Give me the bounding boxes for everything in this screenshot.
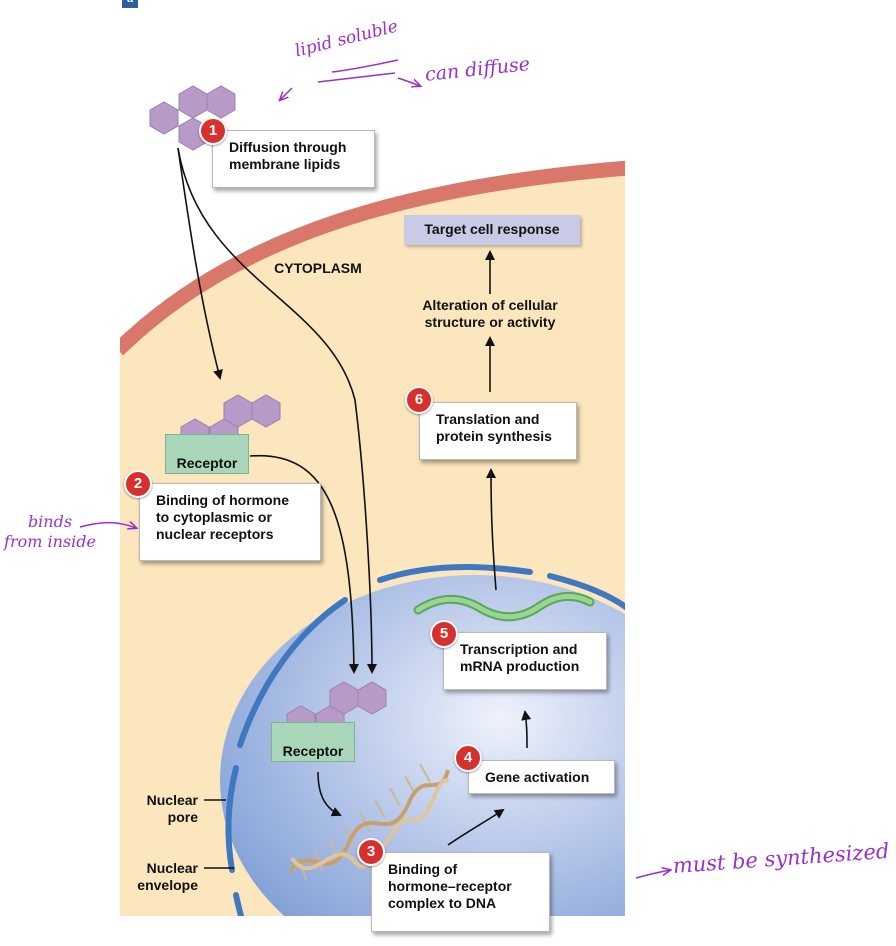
arrow-direct-to-nucleus [177, 147, 377, 674]
cytoplasmic-receptor-label: Receptor [176, 455, 238, 471]
step-6-box: Translation and protein synthesis [419, 402, 577, 460]
handwriting-strokes [79, 59, 670, 879]
nuclear-pore-label: Nuclear pore [146, 792, 198, 825]
step-4-badge: 4 [454, 744, 482, 772]
cytoplasm-label: CYTOPLASM [274, 260, 362, 276]
cytoplasmic-receptor: Receptor [165, 434, 249, 474]
arrow-receptor-to-dna [317, 771, 342, 817]
flow-arrows [177, 147, 532, 846]
panel-letter: a [122, 0, 138, 8]
step-6-badge: 6 [405, 386, 433, 414]
step-1-badge: 1 [199, 117, 227, 145]
step-5-box: Transcription and mRNA production [443, 632, 607, 690]
nuclear-receptor-label: Receptor [282, 743, 344, 759]
panel-letter-tab [122, 0, 138, 8]
step-3-box: Binding of hormone–receptor complex to D… [371, 852, 550, 932]
arrow-mrna-to-translation [486, 468, 497, 591]
step-5-badge: 5 [430, 620, 458, 648]
step-2-box: Binding of hormone to cytoplasmic or nuc… [139, 483, 321, 561]
plasma-membrane [120, 160, 625, 356]
alteration-label: Alteration of cellular structure or acti… [422, 297, 558, 330]
arrow-gene-to-transcription [521, 710, 532, 749]
nuclear-envelope [225, 564, 625, 916]
nuclear-envelope-label: Nuclear envelope [137, 860, 198, 893]
nuclear-receptor: Receptor [271, 722, 355, 762]
step-2-badge: 2 [124, 470, 152, 498]
step-3-badge: 3 [357, 838, 385, 866]
annotation-binds-from-inside: binds from inside [4, 512, 96, 551]
arrow-to-cytoplasmic-receptor [177, 147, 223, 380]
target-response-box: Target cell response [404, 215, 580, 245]
step-4-box: Gene activation [468, 760, 615, 794]
arrow-receptor-to-nucleus [249, 454, 359, 674]
mrna-strand [415, 594, 593, 620]
step-1-box: Diffusion through membrane lipids [212, 130, 375, 188]
arrow-dna-to-gene [447, 808, 505, 846]
